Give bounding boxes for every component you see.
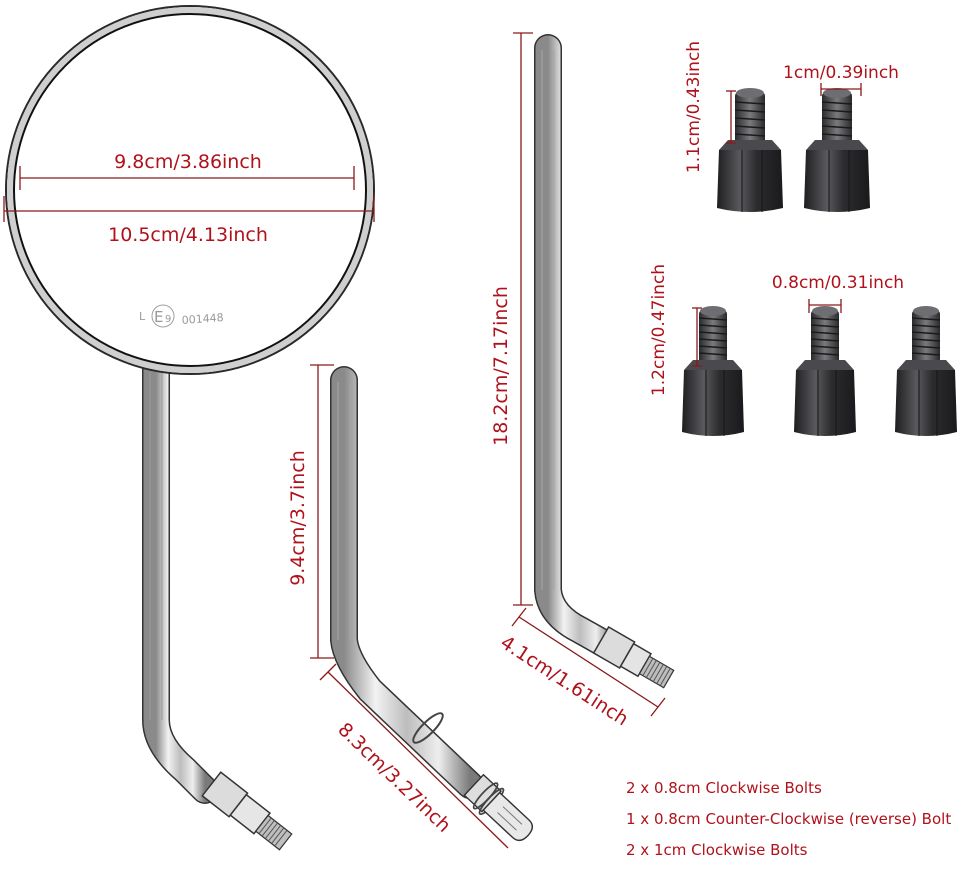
- top-bolt-width-label: 1cm/0.39inch: [783, 63, 899, 83]
- note-line: 2 x 1cm Clockwise Bolts: [626, 841, 808, 859]
- bottom-bolt-height-label: 1.2cm/0.47inch: [649, 264, 669, 396]
- bottom-bolt-height-dimension: 1.2cm/0.47inch: [649, 264, 702, 396]
- adapter-bolt: [804, 88, 870, 212]
- short-stem-angled-dimension: 8.3cm/3.27inch: [319, 663, 509, 849]
- bolts-top-row: 1.1cm/0.43inch 1cm/0.39inch: [684, 41, 899, 212]
- e-mark-certification: L E 9 001448: [139, 304, 224, 328]
- top-bolt-height-dimension: 1.1cm/0.43inch: [684, 41, 736, 173]
- adapter-bolt: [717, 88, 783, 212]
- svg-text:L: L: [139, 310, 146, 323]
- adapter-bolt: [895, 306, 957, 436]
- bottom-bolt-width-label: 0.8cm/0.31inch: [772, 273, 904, 293]
- long-stem-height-label: 18.2cm/7.17inch: [490, 286, 512, 446]
- top-bolt-height-label: 1.1cm/0.43inch: [684, 41, 704, 173]
- mirror-inner-diameter-label: 9.8cm/3.86inch: [114, 151, 262, 173]
- mirror-outer-diameter-label: 10.5cm/4.13inch: [108, 224, 268, 246]
- adapter-bolt: [794, 306, 856, 436]
- bottom-bolt-width-dimension: 0.8cm/0.31inch: [772, 273, 904, 313]
- mirror-mount-nut: [201, 771, 293, 851]
- note-line: 2 x 0.8cm Clockwise Bolts: [626, 779, 822, 797]
- e-mark-code: 001448: [181, 311, 224, 327]
- round-mirror: 9.8cm/3.86inch 10.5cm/4.13inch L E 9 001…: [3, 5, 375, 851]
- bolt-contents-notes: 2 x 0.8cm Clockwise Bolts 1 x 0.8cm Coun…: [626, 779, 951, 859]
- note-line: 1 x 0.8cm Counter-Clockwise (reverse) Bo…: [626, 810, 951, 828]
- long-stem-height-dimension: 18.2cm/7.17inch: [490, 32, 533, 606]
- bolts-bottom-row: 1.2cm/0.47inch 0.8cm/0.31inch: [649, 264, 957, 436]
- mirror-inner-diameter-dimension: 9.8cm/3.86inch: [19, 151, 355, 190]
- mirror-outer-diameter-dimension: 10.5cm/4.13inch: [3, 196, 375, 246]
- short-stem-height-dimension: 9.4cm/3.7inch: [287, 364, 334, 659]
- long-stem-mount-nut: [592, 625, 675, 689]
- svg-text:E: E: [154, 308, 163, 326]
- adapter-bolt: [682, 306, 744, 436]
- top-bolt-width-dimension: 1cm/0.39inch: [783, 63, 899, 96]
- short-stem-end-bolt: [463, 773, 534, 842]
- short-stem-height-label: 9.4cm/3.7inch: [287, 450, 309, 586]
- svg-text:9: 9: [165, 314, 171, 325]
